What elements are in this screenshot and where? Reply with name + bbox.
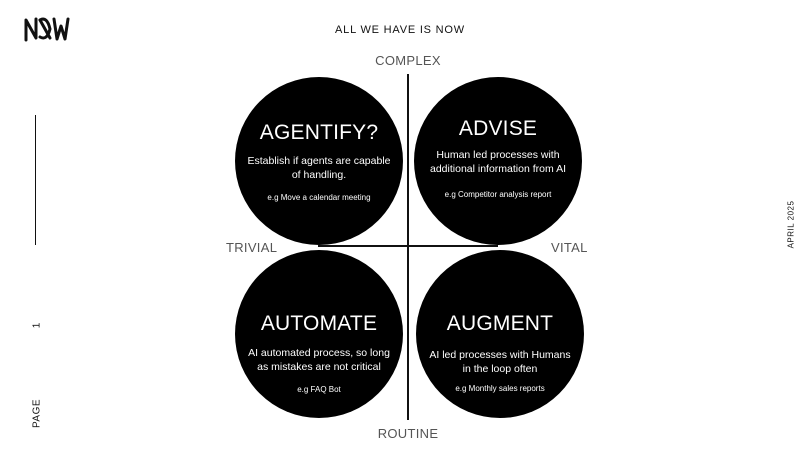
- quadrant-title: AUGMENT: [446, 312, 554, 335]
- page-number: 1: [31, 322, 43, 329]
- quadrant-automate: AUTOMATE AI automated process, so long a…: [235, 250, 403, 418]
- quadrant-advise: ADVISE Human led processes with addition…: [414, 77, 582, 245]
- axis-label-trivial: TRIVIAL: [226, 240, 278, 255]
- quadrant-title: ADVISE: [458, 117, 538, 140]
- quadrant-description: Establish if agents are capable of handl…: [247, 155, 391, 181]
- page-label: PAGE: [31, 398, 43, 429]
- quadrant-example: e.g Monthly sales reports: [455, 384, 545, 393]
- quadrant-description: AI automated process, so long as mistake…: [248, 347, 390, 373]
- quadrant-example: e.g FAQ Bot: [297, 385, 341, 394]
- quadrant-title: AUTOMATE: [260, 312, 378, 335]
- axis-label-complex: COMPLEX: [375, 53, 441, 68]
- axis-label-routine: ROUTINE: [377, 426, 439, 441]
- quadrant-example: e.g Move a calendar meeting: [267, 193, 371, 202]
- sidebar-divider: [35, 115, 36, 245]
- axis-label-vital: VITAL: [551, 240, 588, 255]
- page-title: ALL WE HAVE IS NOW: [335, 24, 465, 36]
- now-logo-icon: [24, 17, 70, 42]
- quadrant-description: AI led processes with Humans in the loop…: [429, 349, 571, 375]
- quadrant-example: e.g Competitor analysis report: [444, 190, 552, 199]
- vertical-axis-line: [407, 74, 409, 420]
- quadrant-agentify: AGENTIFY? Establish if agents are capabl…: [235, 77, 403, 245]
- horizontal-axis-line: [318, 245, 498, 247]
- quadrant-title: AGENTIFY?: [259, 121, 379, 144]
- quadrant-description: Human led processes with additional info…: [430, 149, 566, 175]
- quadrant-augment: AUGMENT AI led processes with Humans in …: [416, 250, 584, 418]
- date-label: APRIL 2025: [786, 200, 796, 249]
